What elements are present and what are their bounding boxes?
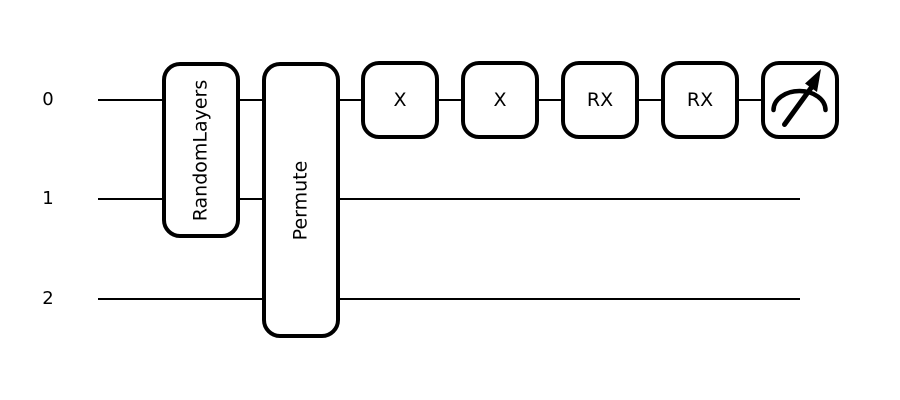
gate-x-2: X [461,61,539,139]
gate-x-2-label: X [493,88,507,111]
gate-randomlayers-label: RandomLayers [189,79,212,221]
gauge-arc [770,88,828,112]
wire-0-line [98,98,800,102]
wire-label-1: 1 [42,188,54,209]
wire-1-line [98,197,800,201]
gate-permute: Permute [262,62,340,338]
gauge-needle-arrowhead [804,68,821,92]
gate-rx-2-label: RX [686,88,714,111]
gate-randomlayers: RandomLayers [162,62,240,238]
gate-permute-label: Permute [289,160,312,240]
gate-x-1-label: X [393,88,407,111]
wire-label-2: 2 [42,288,54,309]
gate-x-1: X [361,61,439,139]
wire-2-line [98,297,800,301]
gate-rx-1-label: RX [586,88,614,111]
measurement-box [761,61,839,139]
gate-rx-1: RX [561,61,639,139]
measurement-gauge-icon [770,68,828,127]
gauge-needle [781,85,813,127]
wire-label-0: 0 [42,89,54,110]
gate-rx-2: RX [661,61,739,139]
